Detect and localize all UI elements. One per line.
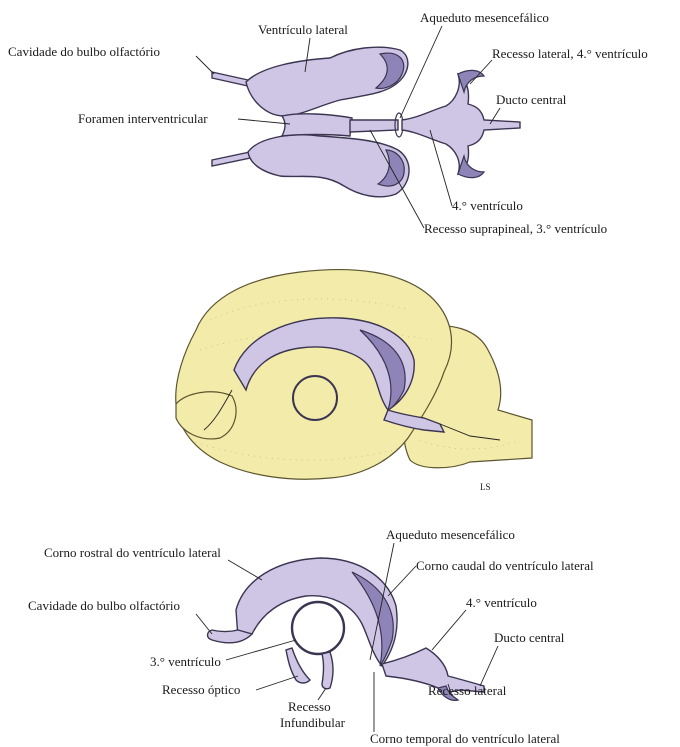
label-ducto-central-dorsal: Ducto central (496, 92, 567, 107)
label-recesso-optico: Recesso óptico (162, 682, 240, 697)
aqueduct-tube (350, 120, 398, 132)
lower-olfactory-stalk (212, 152, 250, 166)
label-recesso-infundibular-line2: Infundibular (280, 715, 346, 730)
lateral-ventricle-view (208, 558, 485, 700)
label-ventriculo-lateral: Ventrículo lateral (258, 22, 348, 37)
label-4-ventriculo-lateral: 4.° ventrículo (466, 595, 537, 610)
label-3-ventriculo: 3.° ventrículo (150, 654, 221, 669)
label-recesso-lateral: Recesso lateral (428, 683, 507, 698)
upper-olfactory-stalk (212, 72, 248, 86)
optic-recess (286, 648, 310, 683)
label-recesso-infundibular-line1: Recesso (288, 699, 331, 714)
label-recesso-lateral-4: Recesso lateral, 4.° ventrículo (492, 46, 648, 61)
lower-lateral-ventricle (248, 135, 409, 197)
label-cavidade-bulbo-dorsal: Cavidade do bulbo olfactório (8, 44, 160, 59)
artist-signature: LS (480, 482, 491, 492)
label-cavidade-bulbo-lateral: Cavidade do bulbo olfactório (28, 598, 180, 613)
interthalamic-adhesion-ring (292, 602, 344, 654)
brain-interthalamic-ring (293, 376, 337, 420)
label-corno-rostral: Corno rostral do ventrículo lateral (44, 545, 221, 560)
infundibular-recess (322, 652, 333, 689)
label-aqueduto-dorsal: Aqueduto mesencefálico (420, 10, 549, 25)
label-4-ventriculo-dorsal: 4.° ventrículo (452, 198, 523, 213)
label-foramen: Foramen interventricular (78, 111, 208, 126)
olfactory-cavity (208, 630, 253, 643)
dorsal-view (212, 47, 520, 197)
label-ducto-central-lateral: Ducto central (494, 630, 565, 645)
label-aqueduto-lateral: Aqueduto mesencefálico (386, 527, 515, 542)
third-ventricle-dorsal (282, 114, 352, 136)
label-corno-caudal: Corno caudal do ventrículo lateral (416, 558, 594, 573)
brain-lateral-view: LS (176, 270, 532, 492)
label-corno-temporal: Corno temporal do ventrículo lateral (370, 731, 560, 746)
label-recesso-suprapineal: Recesso suprapineal, 3.° ventrículo (424, 221, 607, 236)
fourth-ventricle-dorsal (402, 74, 520, 174)
